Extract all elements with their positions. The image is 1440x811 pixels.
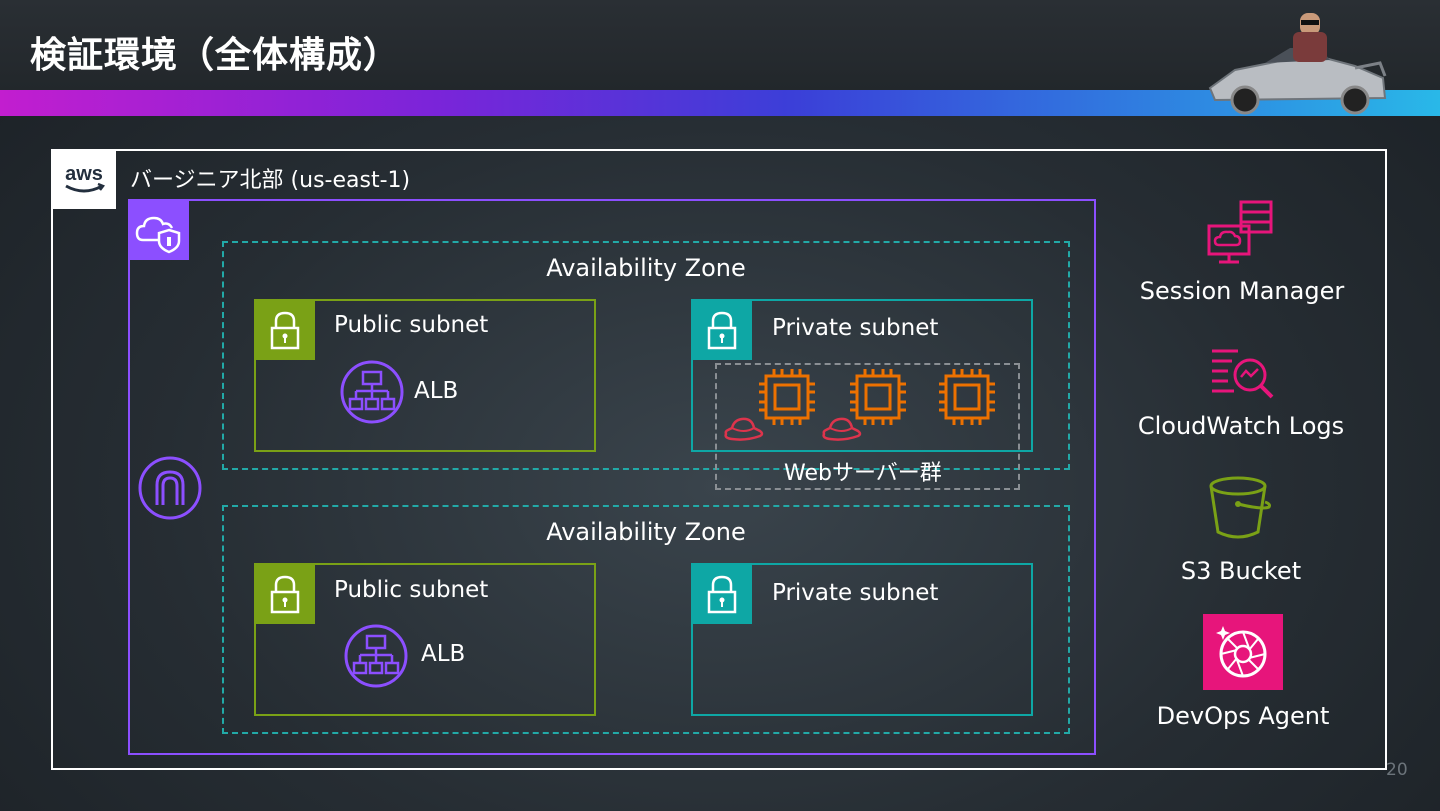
red-hat-1-icon [722,414,766,442]
private-subnet-2-lock-icon [692,564,752,624]
s3-bucket-label: S3 Bucket [1111,557,1371,585]
devops-agent-label: DevOps Agent [1113,702,1373,730]
slide-title: 検証環境（全体構成） [30,26,400,78]
internet-gateway-icon [137,455,203,521]
region-label: バージニア北部 (us-east-1) [130,162,410,194]
alb-1-icon [339,359,405,425]
az-1-label: Availability Zone [222,254,1070,282]
alb-2-icon [343,623,409,689]
page-number: 20 [1386,760,1408,780]
devops-agent-icon [1203,614,1283,690]
alb-1-label: ALB [414,378,458,404]
public-subnet-1-lock-icon [255,300,315,360]
vpc-cloud-shield-icon [129,200,189,260]
public-subnet-1-label: Public subnet [334,312,488,338]
svg-text:aws: aws [65,163,103,185]
private-subnet-1-label: Private subnet [772,315,938,341]
web-server-group-label: Webサーバー群 [784,455,942,487]
cloudwatch-logs-icon [1208,345,1278,405]
public-subnet-2-lock-icon [255,564,315,624]
aws-logo-icon: aws [52,150,116,209]
session-manager-label: Session Manager [1112,277,1372,305]
private-subnet-2-label: Private subnet [772,580,938,606]
az-2-label: Availability Zone [222,518,1070,546]
s3-bucket-icon [1205,474,1275,544]
private-subnet-1-lock-icon [692,300,752,360]
cloudwatch-logs-label: CloudWatch Logs [1111,412,1371,440]
public-subnet-2-label: Public subnet [334,577,488,603]
delorean-car-icon [1205,8,1390,116]
ec2-instance-3-icon [936,366,998,428]
red-hat-2-icon [820,414,864,442]
session-manager-icon [1205,198,1275,268]
alb-2-label: ALB [421,641,465,667]
